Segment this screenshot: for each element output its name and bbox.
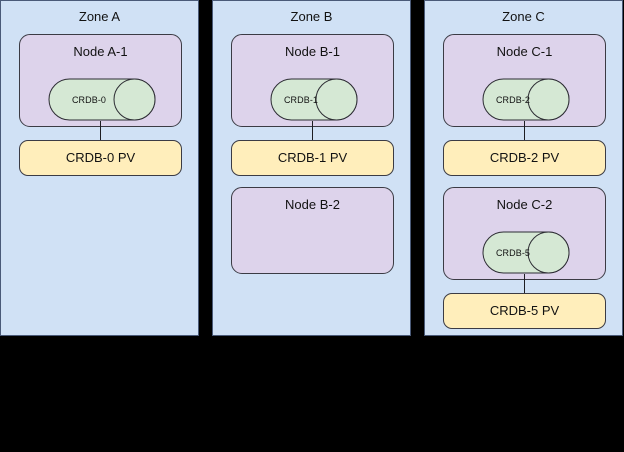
node-title-c-2: Node C-2 [496, 197, 553, 212]
node-title-a-1: Node A-1 [73, 44, 128, 59]
pv-label-crdb-5: CRDB-5 PV [489, 303, 560, 318]
pv-label-crdb-0: CRDB-0 PV [65, 150, 136, 165]
node-box-c-1[interactable]: Node C-1 CRDB-2 [443, 34, 606, 127]
cylinder-icon [270, 78, 358, 121]
node-title-b-2: Node B-2 [285, 197, 340, 212]
pv-box-crdb-0[interactable]: CRDB-0 PV [19, 140, 182, 176]
node-box-b-2[interactable]: Node B-2 [231, 187, 394, 274]
zone-panel-c[interactable]: Zone C Node C-1 CRDB-2 CRDB-2 PV Node C-… [424, 0, 623, 336]
zone-panel-b[interactable]: Zone B Node B-1 CRDB-1 CRDB-1 PV Node B-… [212, 0, 411, 336]
connector-c-2 [524, 274, 525, 296]
zone-title-a: Zone A [78, 9, 121, 24]
connector-b-1 [312, 121, 313, 143]
node-title-b-1: Node B-1 [285, 44, 340, 59]
pv-box-crdb-2[interactable]: CRDB-2 PV [443, 140, 606, 176]
database-label-crdb-2: CRDB-2 [495, 94, 531, 105]
node-box-c-2[interactable]: Node C-2 CRDB-5 [443, 187, 606, 280]
pv-label-crdb-1: CRDB-1 PV [277, 150, 348, 165]
database-cylinder-crdb-2[interactable]: CRDB-2 [482, 78, 570, 121]
database-cylinder-crdb-1[interactable]: CRDB-1 [270, 78, 358, 121]
pv-label-crdb-2: CRDB-2 PV [489, 150, 560, 165]
zone-title-b: Zone B [290, 9, 333, 24]
node-box-a-1[interactable]: Node A-1 CRDB-0 [19, 34, 182, 127]
pv-box-crdb-5[interactable]: CRDB-5 PV [443, 293, 606, 329]
database-label-crdb-0: CRDB-0 [71, 94, 107, 105]
database-label-crdb-1: CRDB-1 [283, 94, 319, 105]
zone-title-c: Zone C [502, 9, 545, 24]
cylinder-icon [482, 231, 570, 274]
cylinder-icon [48, 78, 156, 121]
cylinder-icon [482, 78, 570, 121]
connector-a-1 [100, 121, 101, 143]
pv-box-crdb-1[interactable]: CRDB-1 PV [231, 140, 394, 176]
database-cylinder-crdb-0[interactable]: CRDB-0 [48, 78, 156, 121]
node-title-c-1: Node C-1 [496, 44, 553, 59]
zone-panel-a[interactable]: Zone A Node A-1 CRDB-0 CRDB-0 PV [0, 0, 199, 336]
database-label-crdb-5: CRDB-5 [495, 247, 531, 258]
node-box-b-1[interactable]: Node B-1 CRDB-1 [231, 34, 394, 127]
connector-c-1 [524, 121, 525, 143]
database-cylinder-crdb-5[interactable]: CRDB-5 [482, 231, 570, 274]
